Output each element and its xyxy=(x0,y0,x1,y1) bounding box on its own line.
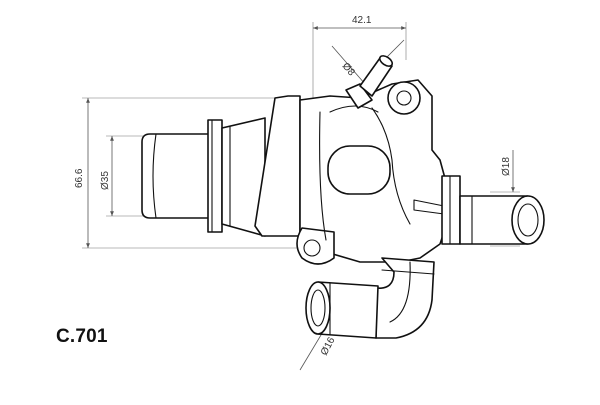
dimension-right-outlet-diameter: Ø18 xyxy=(490,150,520,247)
bottom-outlet-elbow xyxy=(305,257,435,339)
right-outlet-pipe xyxy=(459,195,545,245)
part-code-label: C.701 xyxy=(56,326,108,347)
inlet-diameter-text: Ø35 xyxy=(100,171,111,190)
dimension-inlet-diameter: Ø35 xyxy=(100,135,146,217)
main-housing xyxy=(254,79,461,265)
bottom-outlet-diameter-text: Ø16 xyxy=(319,335,338,357)
inlet-pipe xyxy=(141,117,266,237)
nipple-diameter-text: Ø8 xyxy=(340,61,357,79)
dimension-width: 42.1 xyxy=(312,15,407,110)
dimension-height: 66.6 xyxy=(74,97,315,249)
vent-nipple xyxy=(345,55,394,109)
right-outlet-diameter-text: Ø18 xyxy=(501,157,512,176)
width-dimension-text: 42.1 xyxy=(352,15,372,26)
height-dimension-text: 66.6 xyxy=(74,168,85,188)
